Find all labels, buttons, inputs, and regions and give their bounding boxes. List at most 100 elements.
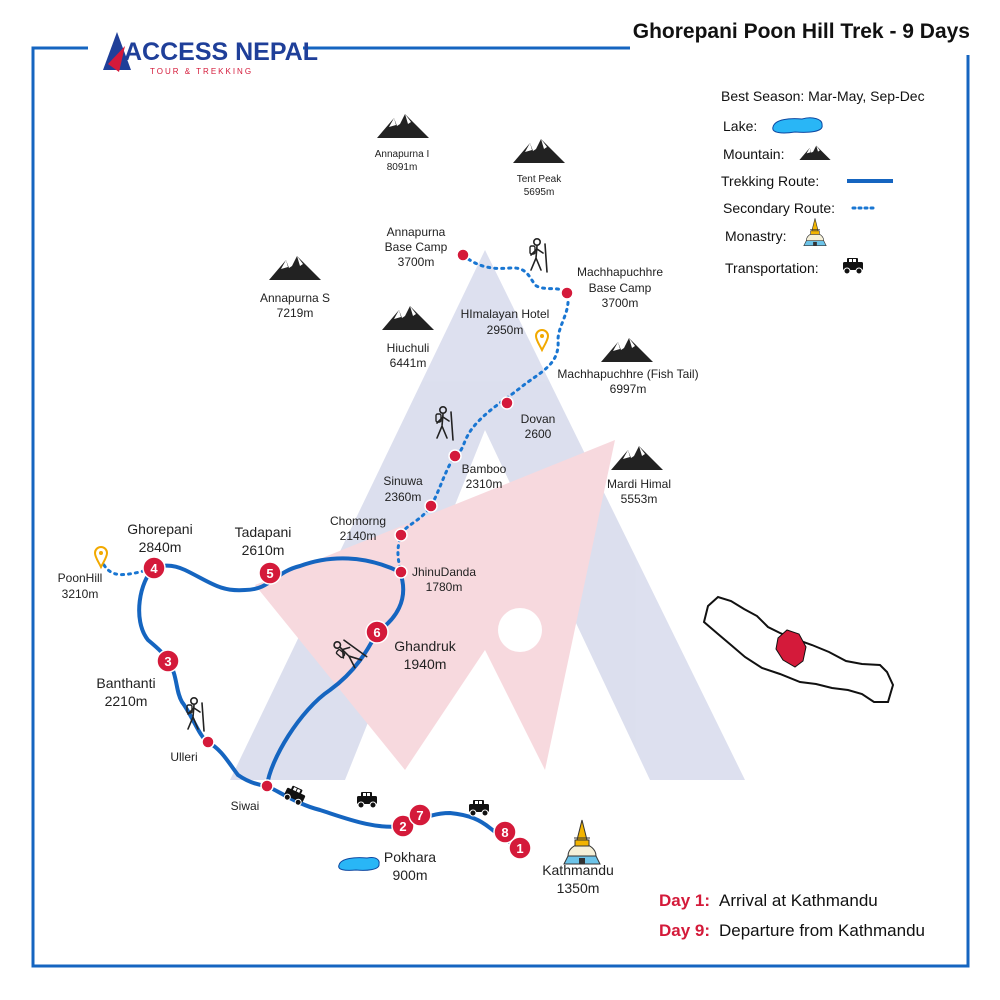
mountain-machhapuchhre: Machhapuchhre (Fish Tail) 6997m [557,338,699,396]
stop-ulleri [201,735,215,749]
stop-siwai [260,779,274,793]
mountain-name: Hiuchuli [387,341,430,355]
legend-monastry-label: Monastry: [725,228,786,244]
secondary-route-poonhill [102,563,156,577]
ghorepani-elev: 2840m [139,539,182,555]
banthanti-elev: 2210m [105,693,148,709]
logo-main-text: ACCESS NEPAL [124,38,318,66]
mountain-name: Mardi Himal [607,477,671,491]
mountain-elev: 8091m [387,162,418,173]
mountain-elev: 5553m [621,492,658,506]
jhinudanda-label: JhinuDanda [412,565,476,579]
legend-best-season: Best Season: Mar-May, Sep-Dec [721,88,925,104]
pokhara-label: Pokhara [384,849,436,865]
legend-transportation-label: Transportation: [725,260,819,276]
lake-icon [772,117,823,134]
mountain-name: Annapurna S [260,291,330,305]
stop-sinuwa [424,499,438,513]
mountain-icon [601,338,653,362]
day-marker-number: 5 [266,566,273,581]
mountain-icon [377,114,429,138]
dovan-elev: 2600 [525,427,552,441]
stop-bamboo [448,449,462,463]
kathmandu-elev: 1350m [557,880,600,896]
chomrong-label: Chomorng [330,514,386,528]
mbc-label: Base Camp [589,281,652,295]
mountain-elev: 5695m [524,187,555,198]
abc-label: Annapurna [387,225,446,239]
stop-dovan [500,396,514,410]
mountain-icon [513,139,565,163]
mountain-name: Tent Peak [517,174,562,185]
mbc-label: Machhapuchhre [577,265,663,279]
day1-text: Arrival at Kathmandu [719,891,878,910]
place-labels: Annapurna Base Camp 3700m Machhapuchhre … [58,225,664,896]
map-frame [31,46,970,968]
legend-secondary-route-label: Secondary Route: [723,200,835,216]
day-marker-4: 4 [142,556,166,580]
day-marker-number: 4 [150,561,158,576]
location-pin-icon [94,546,108,568]
abc-elev: 3700m [398,255,435,269]
stop-chomrong [394,528,408,542]
day-marker-1: 1 [508,836,532,860]
day-marker-7: 7 [408,803,432,827]
legend-trekking-route-label: Trekking Route: [721,173,819,189]
legend: Best Season: Mar-May, Sep-Dec Lake: Moun… [721,88,925,276]
jhinudanda-elev: 1780m [426,580,463,594]
kathmandu-label: Kathmandu [542,862,614,878]
chomrong-elev: 2140m [340,529,377,543]
day-marker-6: 6 [365,620,389,644]
bamboo-elev: 2310m [466,477,503,491]
day-marker-number: 7 [416,808,423,823]
lake-icon [338,857,380,871]
himalayan-hotel-elev: 2950m [487,323,524,337]
mountain-icon [382,306,434,330]
jeep-icon [468,799,490,817]
day1-label: Day 1: [659,891,710,910]
hiker-icon [529,238,548,273]
day-marker-3: 3 [156,649,180,673]
day-notes: Day 1: Arrival at Kathmandu Day 9: Depar… [659,891,925,940]
mountain-elev: 7219m [277,306,314,320]
legend-lake-label: Lake: [723,118,757,134]
mountain-elev: 6997m [610,382,647,396]
pokhara-elev: 900m [392,867,427,883]
logo-sub-text: TOUR & TREKKING [150,67,253,76]
bamboo-label: Bamboo [462,462,507,476]
day-marker-number: 1 [516,841,523,856]
page-title: Ghorepani Poon Hill Trek - 9 Days [633,20,970,43]
banthanti-label: Banthanti [96,675,155,691]
tadapani-label: Tadapani [235,524,292,540]
day-markers: 4 5 6 3 2 7 8 1 [142,556,532,860]
legend-mountain-label: Mountain: [723,146,784,162]
day-marker-2: 2 [391,814,415,838]
mountain-hiuchuli: Hiuchuli 6441m [382,306,434,370]
jeep-icon [356,791,378,809]
ulleri-label: Ulleri [170,750,197,764]
mountain-tent-peak: Tent Peak 5695m [513,139,565,198]
stop-mbc [560,286,574,300]
poonhill-elev: 3210m [62,587,99,601]
day-marker-number: 8 [501,825,508,840]
mountain-elev: 6441m [390,356,427,370]
mbc-elev: 3700m [602,296,639,310]
mountain-name: Machhapuchhre (Fish Tail) [557,367,698,381]
mountain-mardi-himal: Mardi Himal 5553m [607,446,671,506]
ghorepani-label: Ghorepani [127,521,192,537]
monastry-icon [803,218,827,246]
sinuwa-elev: 2360m [385,490,422,504]
secondary-route-abc [396,253,570,574]
region-marker [775,629,807,668]
day-marker-5: 5 [258,561,282,585]
day9-text: Departure from Kathmandu [719,921,925,940]
stop-abc [456,248,470,262]
location-pin-icon [535,329,549,351]
jeep-icon [842,257,864,275]
ghandruk-elev: 1940m [404,656,447,672]
dovan-label: Dovan [521,412,556,426]
day-marker-number: 6 [373,625,380,640]
mountain-icon [799,145,831,160]
mountain-annapurna-i: Annapurna I 8091m [375,114,429,173]
